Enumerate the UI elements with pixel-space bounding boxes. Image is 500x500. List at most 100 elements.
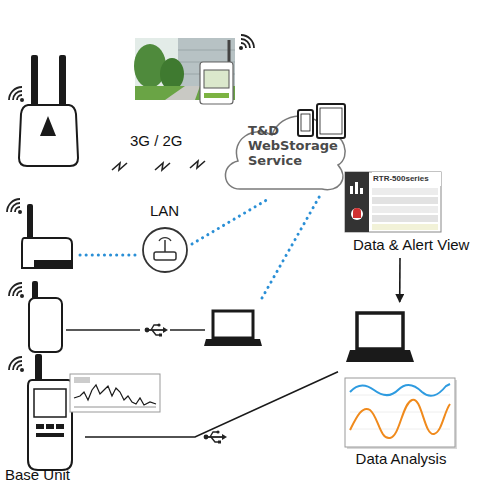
- lan-base-unit: [34, 260, 72, 268]
- wireless-link: [190, 161, 205, 168]
- analysis-laptop: [346, 350, 414, 362]
- site-photo: [165, 86, 200, 100]
- site-photo: [160, 58, 184, 90]
- pc-laptop: [204, 311, 262, 346]
- usb-symbol: [204, 430, 227, 443]
- analysis-chart: [350, 400, 450, 438]
- handheld-base-unit: [56, 424, 64, 429]
- node-text: Data Analysis: [338, 450, 464, 468]
- connector-line: [85, 372, 338, 437]
- analysis-chart: [345, 378, 455, 447]
- handheld-base-unit: [28, 380, 72, 470]
- usb-symbol: [210, 432, 217, 437]
- tablet: [317, 104, 345, 138]
- outdoor-logger: [200, 62, 233, 104]
- lan-base-unit: [7, 199, 72, 268]
- gateway-device: [9, 55, 78, 166]
- usb-symbol: [148, 329, 164, 331]
- analysis-chart: [350, 412, 450, 413]
- alert-view-screen: [353, 208, 361, 218]
- lan-router: [164, 240, 166, 252]
- wireless-link: [112, 163, 127, 170]
- alert-view-screen: [372, 197, 438, 204]
- usb-symbol: [216, 430, 219, 433]
- usb-symbol: [145, 328, 150, 333]
- handheld-base-unit: [34, 389, 66, 417]
- alert-view-screen: [372, 224, 438, 230]
- alert-view-screen: [360, 188, 363, 194]
- analysis-chart: [345, 378, 457, 449]
- outdoor-logger: [239, 35, 254, 50]
- lan-router: [159, 238, 171, 241]
- node-text: Base Unit: [5, 466, 85, 484]
- network-label: LAN: [150, 202, 200, 220]
- handheld-graph: [74, 377, 90, 383]
- lan-router: [143, 228, 187, 272]
- usb-base-unit: [9, 281, 205, 352]
- analysis-laptop: [357, 313, 403, 349]
- lan-router: [154, 252, 176, 260]
- handheld-base-unit: [9, 354, 72, 470]
- usb-symbol: [159, 334, 162, 337]
- analysis-laptop: [346, 313, 414, 362]
- outdoor-logger: [204, 70, 229, 88]
- smartphone: [301, 114, 310, 131]
- arrow-connector: [399, 258, 401, 302]
- outdoor-logger: [228, 40, 231, 63]
- site-photo: [178, 50, 235, 51]
- handheld-base-unit: [36, 433, 64, 437]
- lan-base-unit: [7, 199, 22, 214]
- wireless-link: [112, 161, 205, 170]
- alert-view-screen: [372, 206, 438, 213]
- usb-symbol: [218, 441, 221, 444]
- gateway-device: [40, 116, 56, 136]
- alert-view-screen: [372, 215, 438, 222]
- usb-symbol: [157, 323, 160, 326]
- usb-symbol: [145, 323, 168, 336]
- dotted-network-link: [80, 254, 140, 257]
- node-text: Data & Alert View: [353, 236, 483, 254]
- dotted-network-link: [192, 198, 270, 244]
- tablet: [320, 108, 342, 134]
- cloud-outline: [225, 116, 345, 190]
- handheld-graph: [74, 385, 156, 405]
- analysis-chart: [350, 429, 450, 430]
- gateway-device: [59, 55, 66, 107]
- usb-symbol: [222, 434, 227, 440]
- outdoor-logger: [200, 35, 254, 104]
- handheld-graph: [70, 374, 160, 412]
- alert-view-screen: [372, 188, 438, 195]
- handheld-base-unit: [36, 424, 44, 429]
- handheld-graph: [70, 374, 160, 412]
- gateway-device: [31, 55, 38, 107]
- smartphone: [298, 110, 313, 136]
- site-photo: [134, 44, 166, 88]
- gateway-device: [9, 87, 24, 102]
- handheld-base-unit: [9, 357, 24, 372]
- pc-laptop: [213, 311, 253, 338]
- analysis-box: Data Analysis: [338, 302, 464, 472]
- lan-base-unit: [22, 238, 72, 268]
- usb-base-unit: [9, 283, 24, 298]
- usb-symbol: [204, 435, 209, 440]
- lan-router: [143, 228, 187, 272]
- alert-view-screen: [355, 182, 358, 194]
- network-label: 3G / 2G: [130, 132, 210, 150]
- usb-symbol: [151, 325, 158, 330]
- usb-base-unit: [66, 329, 140, 331]
- handheld-base-unit: [46, 424, 54, 429]
- usb-symbol: [207, 436, 223, 438]
- base-unit-box: Base Unit: [5, 352, 85, 484]
- usb-symbol: [152, 330, 160, 335]
- tablet: [317, 104, 345, 138]
- handheld-graph: [74, 407, 156, 408]
- gateway-device: [19, 105, 78, 166]
- wireless-link: [155, 163, 170, 170]
- pc-laptop: [204, 339, 262, 346]
- dotted-network-link: [262, 192, 322, 298]
- dotted-network-link: [80, 192, 322, 298]
- alert-view-screen: [345, 172, 369, 232]
